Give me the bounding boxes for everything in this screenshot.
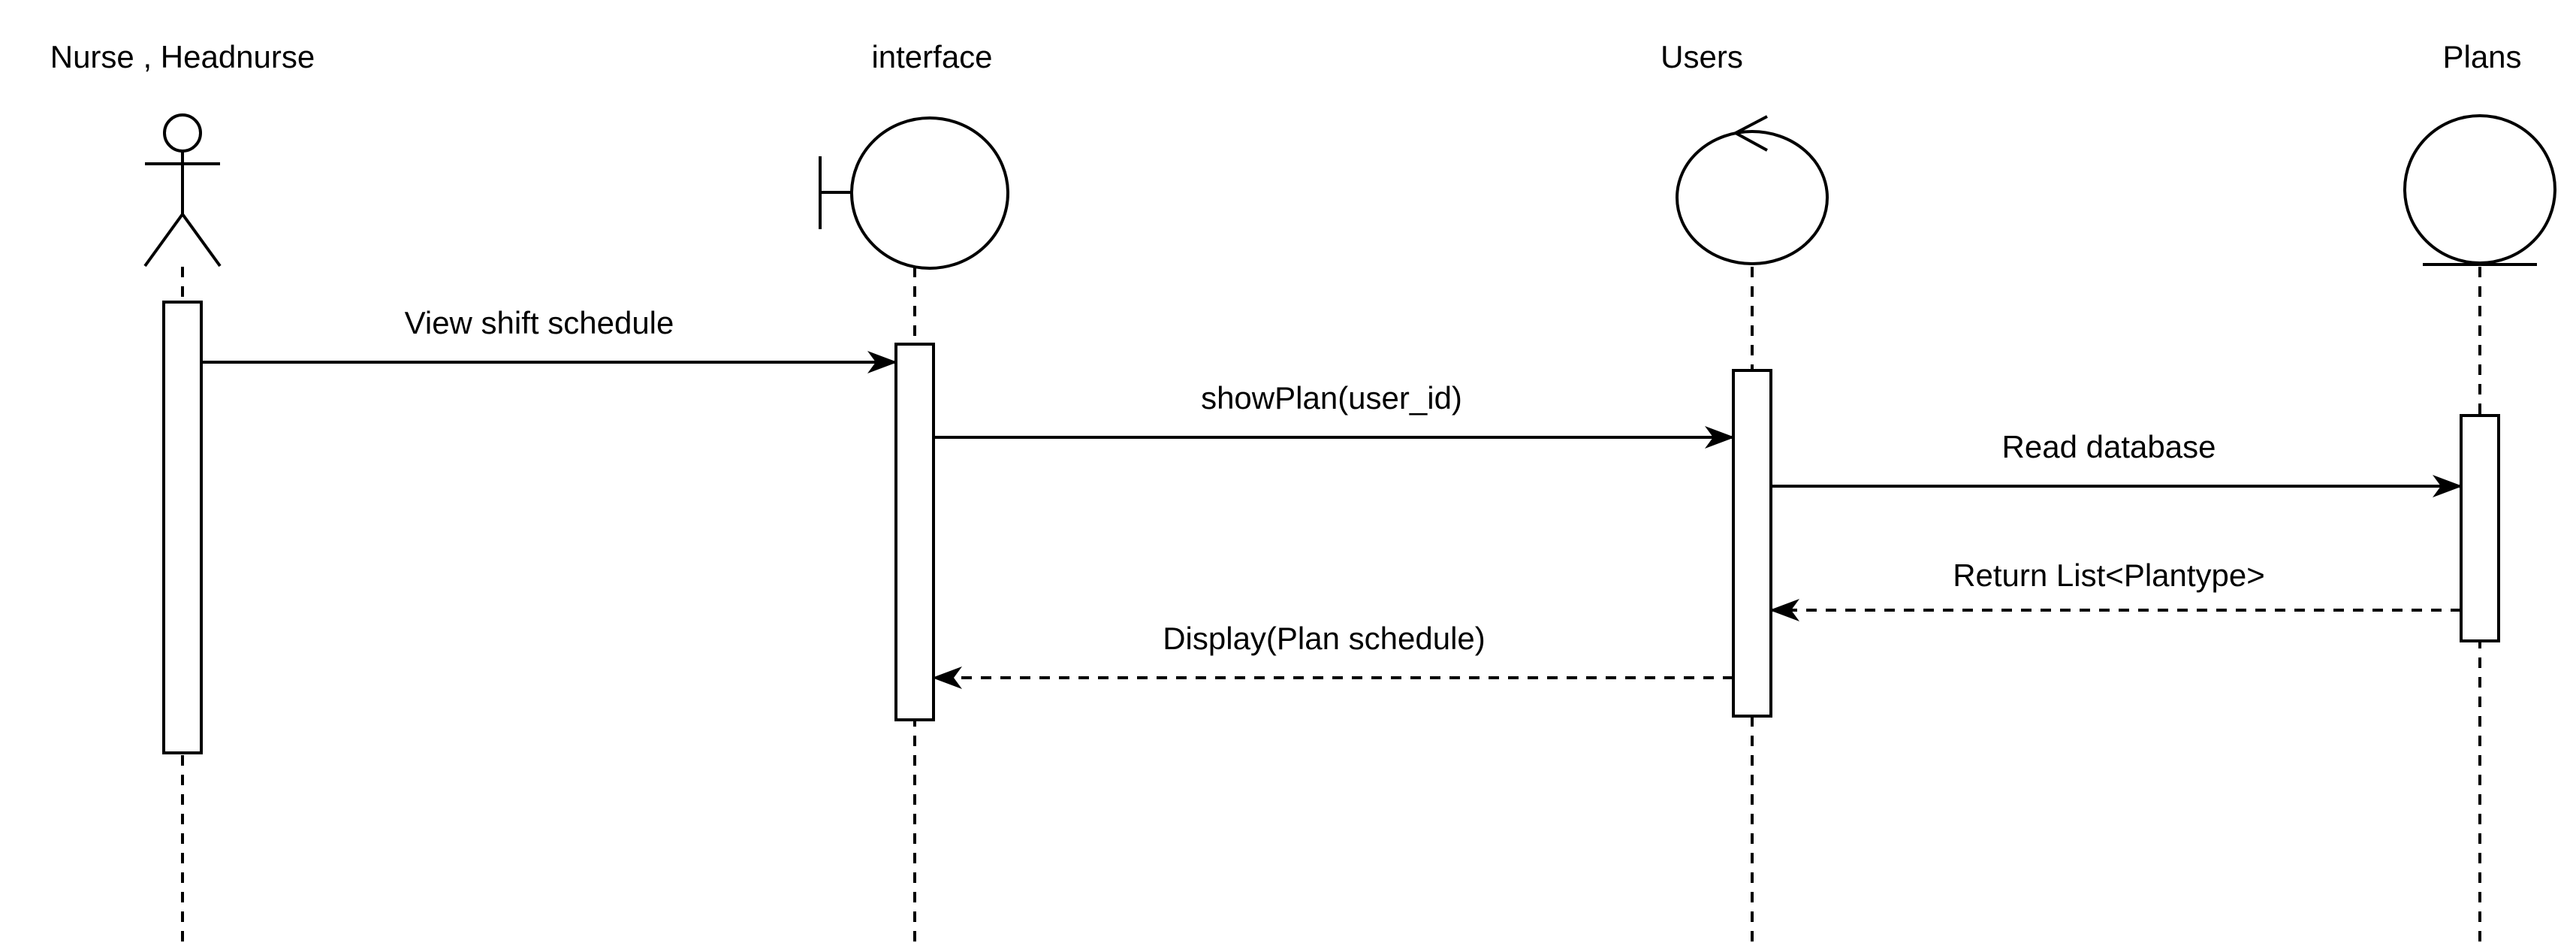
activation-bar-plans — [2460, 414, 2500, 642]
actor-icon — [143, 113, 222, 267]
message-label-view-shift-schedule: View shift schedule — [404, 305, 674, 340]
control-icon — [1676, 115, 1829, 265]
message-label-read-database: Read database — [2001, 429, 2216, 464]
message-label-display-plan-schedule: Display(Plan schedule) — [1163, 621, 1486, 656]
boundary-icon — [819, 116, 1009, 270]
entity-icon — [2403, 114, 2556, 266]
message-label-showplan: showPlan(user_id) — [1201, 380, 1462, 416]
participant-label-plans: Plans — [2442, 39, 2522, 74]
activation-bar-nurse-headnurse — [162, 301, 203, 754]
participant-label-nurse-headnurse: Nurse , Headnurse — [50, 39, 315, 74]
activation-bar-users — [1732, 369, 1772, 718]
participant-label-interface: interface — [871, 39, 993, 74]
participant-label-users: Users — [1661, 39, 1743, 74]
activation-bar-interface — [894, 343, 935, 721]
message-label-return-list: Return List<Plantype> — [1953, 558, 2265, 593]
